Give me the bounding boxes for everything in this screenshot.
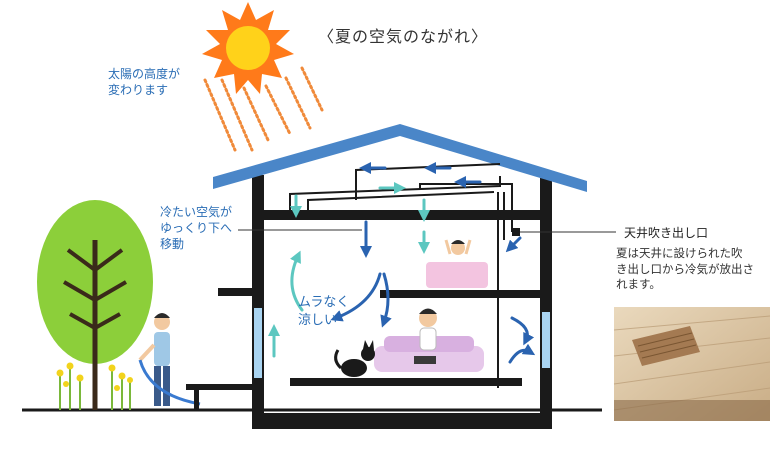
cool-air-line-2: ゆっくり下へ bbox=[160, 221, 233, 236]
sun-icon bbox=[202, 2, 294, 94]
vent-desc-line-2: き出し口から冷気が放出さ bbox=[616, 261, 754, 276]
vent-desc-line-3: れます。 bbox=[616, 277, 661, 292]
house-section bbox=[218, 175, 552, 429]
uneven-line-1: ムラなく bbox=[298, 295, 350, 310]
sofa-icon bbox=[374, 308, 484, 372]
flowers-icon bbox=[56, 362, 133, 410]
roof bbox=[213, 124, 587, 192]
uneven-line-2: 涼しい bbox=[298, 312, 338, 328]
sun-altitude-label: 太陽の高度が 変わります bbox=[108, 66, 180, 98]
airflow-arrows bbox=[268, 162, 536, 364]
cool-air-label: 冷たい空気が ゆっくり下へ 移動 bbox=[160, 204, 232, 253]
vent-title: 天井吹き出し口 bbox=[624, 226, 709, 240]
cool-air-line-3: 移動 bbox=[160, 237, 185, 252]
ceiling-vent-photo bbox=[613, 307, 770, 421]
tree-icon bbox=[37, 200, 153, 410]
deck bbox=[186, 384, 256, 390]
cat-icon bbox=[334, 340, 375, 377]
diagram-title: 〈夏の空気のながれ〉 bbox=[318, 27, 489, 46]
uneven-cool-label: ムラなく 涼しい bbox=[298, 294, 349, 329]
vent-desc-line-1: 夏は天井に設けられた吹 bbox=[616, 246, 743, 260]
vent-marker bbox=[512, 228, 520, 236]
bed-icon bbox=[426, 239, 488, 288]
sun-altitude-line-1: 太陽の高度が bbox=[108, 67, 181, 81]
vent-description: 夏は天井に設けられた吹 き出し口から冷気が放出さ れます。 bbox=[616, 246, 766, 293]
sun-rays bbox=[203, 66, 324, 152]
window-left bbox=[254, 308, 262, 378]
cool-air-line-1: 冷たい空気が bbox=[160, 205, 233, 219]
person-icon bbox=[138, 313, 201, 406]
sun-altitude-line-2: 変わります bbox=[108, 83, 169, 98]
window-right bbox=[542, 312, 550, 368]
